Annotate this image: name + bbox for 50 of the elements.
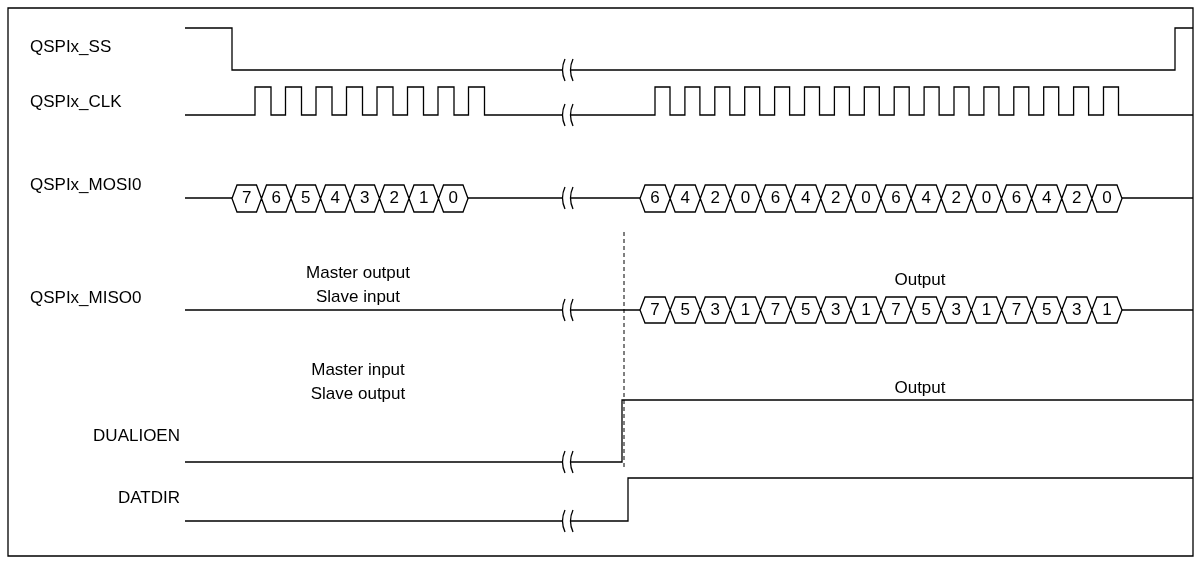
bit-value: 7 [649, 300, 661, 320]
bit-value: 6 [270, 188, 282, 208]
bit-value: 2 [709, 188, 722, 208]
signal-name: QSPIx_SS [30, 37, 112, 57]
bit-value: 7 [769, 300, 782, 320]
bit-value: 1 [418, 188, 430, 208]
signal-name: DUALIOEN [93, 426, 180, 446]
annotation-text: Output [893, 377, 947, 399]
bit-value: 3 [950, 300, 963, 320]
bit-value: 1 [1101, 300, 1113, 320]
bit-value: 2 [1071, 188, 1083, 208]
bit-value: 3 [359, 188, 371, 208]
bit-value: 1 [980, 300, 993, 320]
signal-name: DATDIR [118, 488, 180, 508]
bit-value: 3 [1071, 300, 1083, 320]
bit-value: 2 [950, 188, 963, 208]
bit-value: 4 [1040, 188, 1053, 208]
bit-value: 0 [739, 188, 752, 208]
bit-value: 0 [447, 188, 459, 208]
bit-value: 0 [860, 188, 872, 208]
bit-value: 4 [679, 188, 691, 208]
bit-value: 0 [980, 188, 993, 208]
bit-value: 0 [1101, 188, 1113, 208]
bit-value: 1 [860, 300, 872, 320]
bit-value: 5 [1040, 300, 1053, 320]
annotation-text: Master input Slave output [309, 359, 407, 405]
bit-value: 5 [799, 300, 812, 320]
bit-value: 1 [739, 300, 752, 320]
annotation-text: Master output Slave input [305, 262, 411, 308]
bit-value: 2 [388, 188, 400, 208]
signal-name: QSPIx_MOSI0 [30, 175, 142, 195]
bit-value: 7 [241, 188, 253, 208]
signal-name: QSPIx_CLK [30, 92, 122, 112]
bit-value: 6 [769, 188, 782, 208]
bit-value: 2 [830, 188, 842, 208]
bit-value: 7 [1010, 300, 1023, 320]
bit-value: 4 [329, 188, 341, 208]
bit-value: 3 [709, 300, 722, 320]
annotation-text: Output [893, 269, 947, 291]
signal-name: QSPIx_MISO0 [30, 288, 142, 308]
bit-value: 4 [920, 188, 932, 208]
bit-value: 5 [679, 300, 691, 320]
bit-value: 6 [649, 188, 661, 208]
bit-value: 3 [830, 300, 842, 320]
bit-value: 7 [890, 300, 902, 320]
bit-value: 5 [920, 300, 932, 320]
bit-value: 4 [799, 188, 812, 208]
bit-value: 6 [890, 188, 902, 208]
bit-value: 5 [300, 188, 312, 208]
bit-value: 6 [1010, 188, 1023, 208]
